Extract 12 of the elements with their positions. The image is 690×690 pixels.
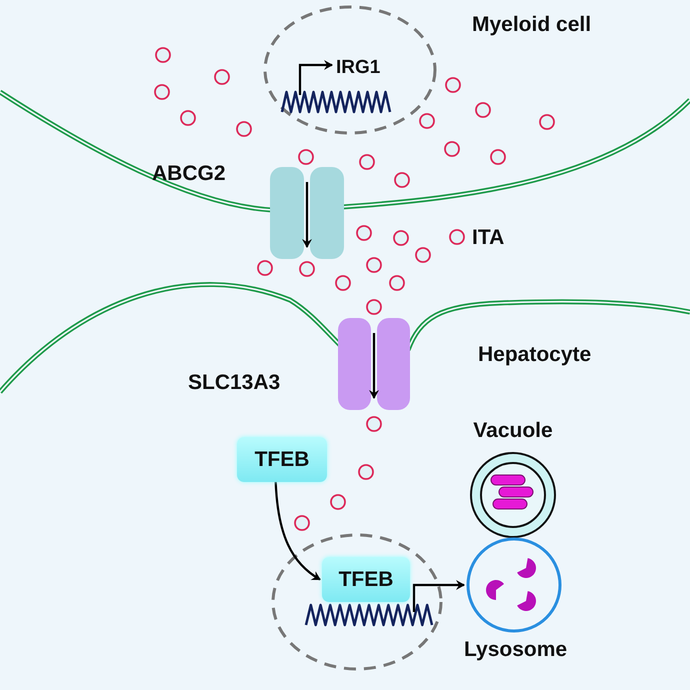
- text-label: SLC13A3: [188, 372, 280, 393]
- text-label: IRG1: [336, 58, 380, 77]
- organelle-label: Lysosome: [464, 639, 564, 660]
- text-label: ITA: [472, 227, 504, 248]
- text-label: Hepatocyte: [478, 344, 592, 365]
- text-label: ABCG2: [152, 163, 226, 184]
- arrow: [412, 580, 465, 612]
- organelle-label: Vacuole: [472, 420, 554, 441]
- protein-box: TFEB: [322, 557, 410, 602]
- protein-box: TFEB: [237, 437, 327, 482]
- text-label: Myeloid cell: [472, 14, 592, 35]
- arrow: [274, 482, 321, 580]
